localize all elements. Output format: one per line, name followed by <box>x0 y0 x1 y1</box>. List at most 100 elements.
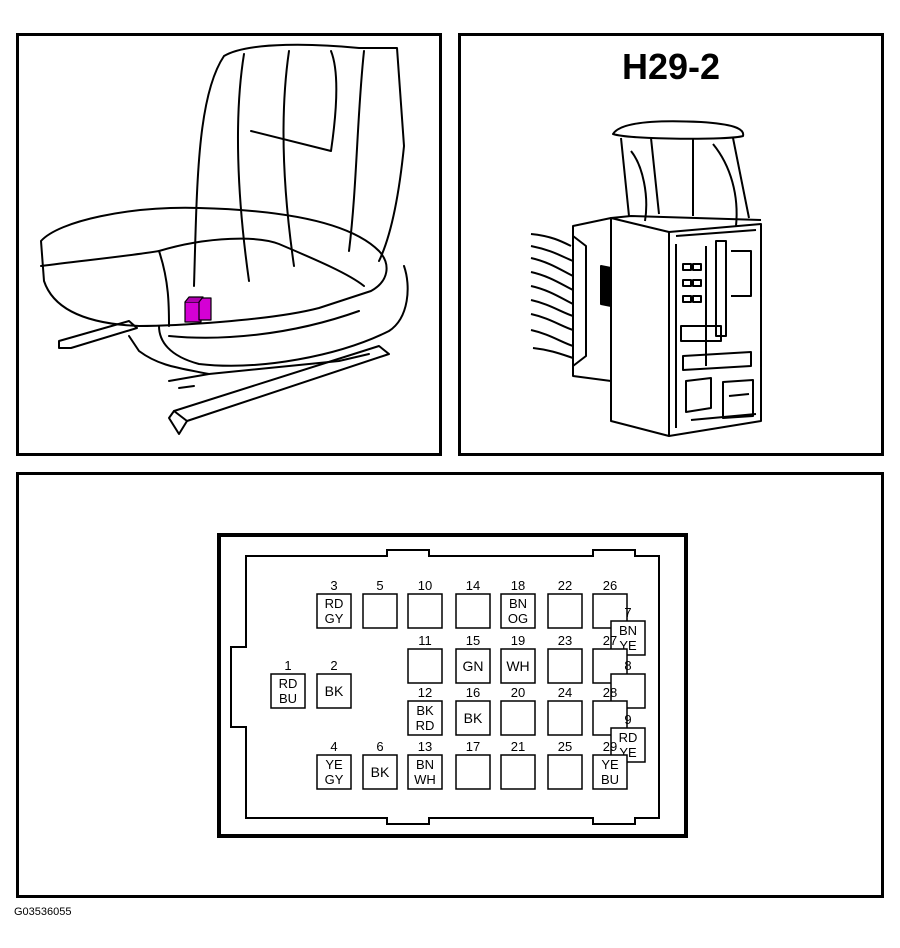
pin-14: 14 <box>455 578 491 629</box>
connector-illustration <box>530 120 762 437</box>
pin-number: 23 <box>558 633 572 648</box>
pin-number: 3 <box>330 578 337 593</box>
wire-color-code: RD <box>416 718 435 733</box>
pin-cavity <box>500 593 536 629</box>
pin-number: 2 <box>330 658 337 673</box>
pin-number: 16 <box>466 685 480 700</box>
pin-27: 27 <box>592 633 628 684</box>
seat-location-panel <box>16 33 442 456</box>
wire-color-code: WH <box>414 772 436 787</box>
pin-number: 9 <box>624 712 631 727</box>
pin-number: 18 <box>511 578 525 593</box>
pin-cavity <box>500 754 536 790</box>
pin-number: 21 <box>511 739 525 754</box>
pin-cavity <box>316 754 352 790</box>
wire-color-code: BK <box>464 710 483 726</box>
pin-number: 24 <box>558 685 572 700</box>
wire-color-code: BN <box>416 757 434 772</box>
pin-number: 1 <box>284 658 291 673</box>
pin-23: 23 <box>547 633 583 684</box>
pin-17: 17 <box>455 739 491 790</box>
pin-22: 22 <box>547 578 583 629</box>
pin-cavity <box>500 648 536 684</box>
wire-color-code: BK <box>416 703 434 718</box>
wire-color-code: GY <box>325 772 344 787</box>
wire-color-code: BU <box>279 691 297 706</box>
wire-color-code: BK <box>325 683 344 699</box>
pin-number: 20 <box>511 685 525 700</box>
wire-color-code: RD <box>325 596 344 611</box>
connector-view-panel: H29-2 <box>458 33 884 456</box>
figure-id: G03536055 <box>14 906 72 918</box>
pin-number: 4 <box>330 739 337 754</box>
pin-cavity <box>270 673 306 709</box>
pin-25: 25 <box>547 739 583 790</box>
pin-cavity <box>500 700 536 736</box>
wire-color-code: BN <box>619 623 637 638</box>
pin-number: 25 <box>558 739 572 754</box>
pin-number: 12 <box>418 685 432 700</box>
pin-cavity <box>407 648 443 684</box>
wire-color-code: YE <box>601 757 619 772</box>
pin-cavity <box>547 648 583 684</box>
pin-cavity <box>547 700 583 736</box>
pin-cavity <box>316 593 352 629</box>
pin-number: 15 <box>466 633 480 648</box>
pin-cavity <box>407 593 443 629</box>
pin-cavity <box>547 754 583 790</box>
pin-number: 19 <box>511 633 525 648</box>
pin-cavity <box>407 754 443 790</box>
wire-color-code: RD <box>619 730 638 745</box>
pin-cavity <box>362 593 398 629</box>
pin-10: 10 <box>407 578 443 629</box>
pin-2: 2BK <box>316 658 352 709</box>
pin-11: 11 <box>407 633 443 684</box>
highlighted-connector <box>184 296 212 323</box>
pin-number: 22 <box>558 578 572 593</box>
pin-24: 24 <box>547 685 583 736</box>
pin-cavity <box>610 727 646 763</box>
pin-number: 6 <box>376 739 383 754</box>
wire-color-code: BK <box>371 764 390 780</box>
pin-cavity <box>362 754 398 790</box>
wire-color-code: BN <box>509 596 527 611</box>
wire-color-code: YE <box>325 757 343 772</box>
pin-5: 5 <box>362 578 398 629</box>
pin-cavity <box>592 754 628 790</box>
pin-number: 14 <box>466 578 480 593</box>
pin-cavity <box>455 700 491 736</box>
pin-cavity <box>455 754 491 790</box>
wire-color-code: RD <box>279 676 298 691</box>
pin-cavity <box>455 648 491 684</box>
wire-color-code: OG <box>508 611 528 626</box>
pin-number: 11 <box>418 633 432 648</box>
pin-number: 5 <box>376 578 383 593</box>
pin-6: 6BK <box>362 739 398 790</box>
pin-number: 26 <box>603 578 617 593</box>
wire-color-code: BU <box>601 772 619 787</box>
pin-cavity <box>316 673 352 709</box>
pin-cavity <box>547 593 583 629</box>
pin-cavity <box>407 700 443 736</box>
pin-number: 28 <box>603 685 617 700</box>
pin-number: 13 <box>418 739 432 754</box>
pin-number: 29 <box>603 739 617 754</box>
wire-color-code: GY <box>325 611 344 626</box>
pin-number: 17 <box>466 739 480 754</box>
seat-illustration <box>40 43 409 435</box>
connector-title: H29-2 <box>621 46 721 87</box>
wire-color-code: GN <box>463 658 484 674</box>
pin-number: 27 <box>603 633 617 648</box>
wire-color-code: WH <box>506 658 529 674</box>
pin-number: 8 <box>624 658 631 673</box>
